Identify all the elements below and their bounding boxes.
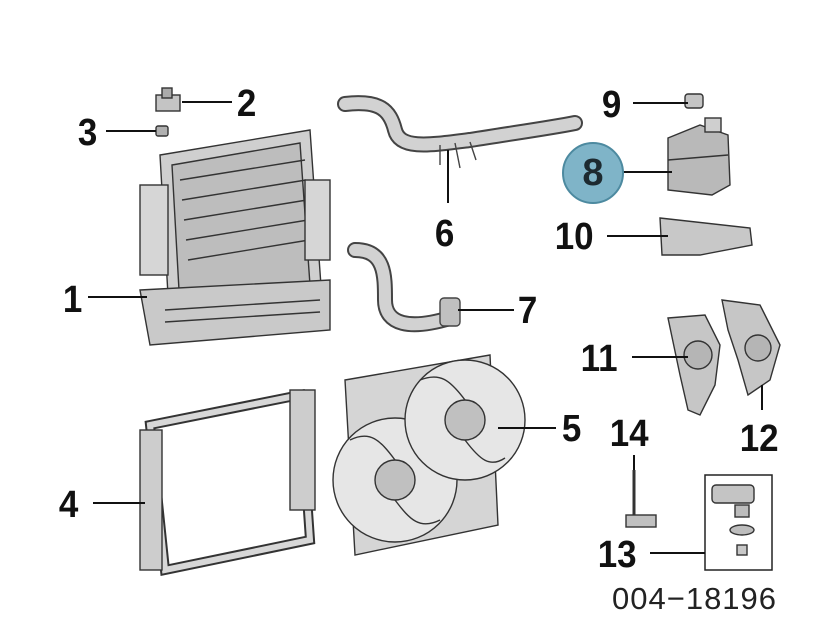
callout-14: 14 bbox=[609, 413, 649, 455]
coolant-reservoir-part bbox=[667, 117, 731, 196]
lower-hose-part bbox=[347, 242, 461, 333]
callout-12: 12 bbox=[739, 418, 779, 460]
water-pump-part bbox=[667, 314, 721, 416]
callout-3: 3 bbox=[77, 112, 98, 154]
callout-8-highlighted: 8 bbox=[562, 142, 624, 204]
clip-part bbox=[155, 87, 181, 112]
callout-10: 10 bbox=[554, 216, 594, 258]
callout-2: 2 bbox=[236, 83, 257, 125]
callout-7: 7 bbox=[517, 290, 538, 332]
upper-hose-part bbox=[337, 95, 583, 169]
callout-4: 4 bbox=[58, 484, 79, 526]
reservoir-bracket-part bbox=[659, 217, 753, 256]
fan-shroud-part bbox=[332, 354, 526, 556]
callout-13: 13 bbox=[597, 534, 637, 576]
reservoir-cap-part bbox=[684, 93, 704, 109]
radiator-support-frame-part bbox=[139, 388, 316, 577]
radiator-part bbox=[139, 129, 331, 346]
thermostat-kit-part bbox=[704, 474, 773, 571]
callout-1: 1 bbox=[62, 279, 83, 321]
temperature-sensor-part bbox=[625, 470, 657, 528]
callout-6: 6 bbox=[434, 213, 455, 255]
diagram-code: 004−18196 bbox=[612, 581, 778, 616]
callout-9: 9 bbox=[601, 84, 622, 126]
pump-housing-part bbox=[721, 299, 781, 397]
leader-lines bbox=[88, 101, 763, 554]
callout-11: 11 bbox=[580, 338, 618, 380]
cap-part bbox=[155, 125, 169, 137]
callout-5: 5 bbox=[561, 408, 582, 450]
